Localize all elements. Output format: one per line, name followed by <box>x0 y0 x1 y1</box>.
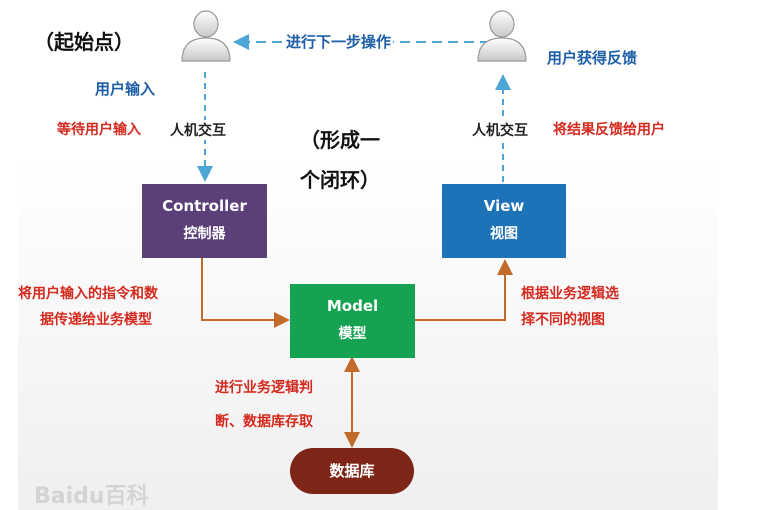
model-to-view-arrow <box>415 259 513 321</box>
model-title: Model <box>326 297 379 315</box>
controller-to-model-text-1: 将用户输入的指令和数 <box>18 286 158 302</box>
model-to-db-text-2: 断、数据库存取 <box>215 414 313 430</box>
view-subtitle: 视图 <box>490 226 518 242</box>
model-box: Model 模型 <box>290 284 415 358</box>
controller-to-model-arrow <box>201 258 290 328</box>
to-user-label: 将结果反馈给用户 <box>553 122 665 138</box>
view-title: View <box>483 197 525 215</box>
wait-input-label: 等待用户输入 <box>57 122 141 138</box>
human-interaction-right: 人机交互 <box>470 120 530 140</box>
model-to-view-text-1: 根据业务逻辑选 <box>521 286 619 302</box>
closed-loop-line1: （形成一 <box>300 128 380 152</box>
user-icon <box>477 10 527 62</box>
start-label: （起始点） <box>34 30 134 54</box>
user-icon <box>181 10 231 62</box>
controller-to-model-text-2: 据传递给业务模型 <box>40 312 152 328</box>
model-subtitle: 模型 <box>338 326 367 342</box>
closed-loop-line2: 个闭环） <box>300 168 380 192</box>
database-box: 数据库 <box>290 448 414 494</box>
next-step-label: 进行下一步操作 <box>284 31 394 52</box>
feedback-label: 用户获得反馈 <box>547 49 638 67</box>
controller-subtitle: 控制器 <box>183 226 226 242</box>
view-box: View 视图 <box>442 184 566 258</box>
model-to-db-text-1: 进行业务逻辑判 <box>215 380 313 396</box>
database-label: 数据库 <box>329 462 375 480</box>
human-interaction-left: 人机交互 <box>168 120 228 140</box>
user-input-label: 用户输入 <box>95 80 156 98</box>
model-to-view-text-2: 择不同的视图 <box>521 312 605 328</box>
controller-box: Controller 控制器 <box>142 184 267 258</box>
controller-title: Controller <box>162 197 247 215</box>
watermark: Baidu百科 <box>34 484 149 509</box>
